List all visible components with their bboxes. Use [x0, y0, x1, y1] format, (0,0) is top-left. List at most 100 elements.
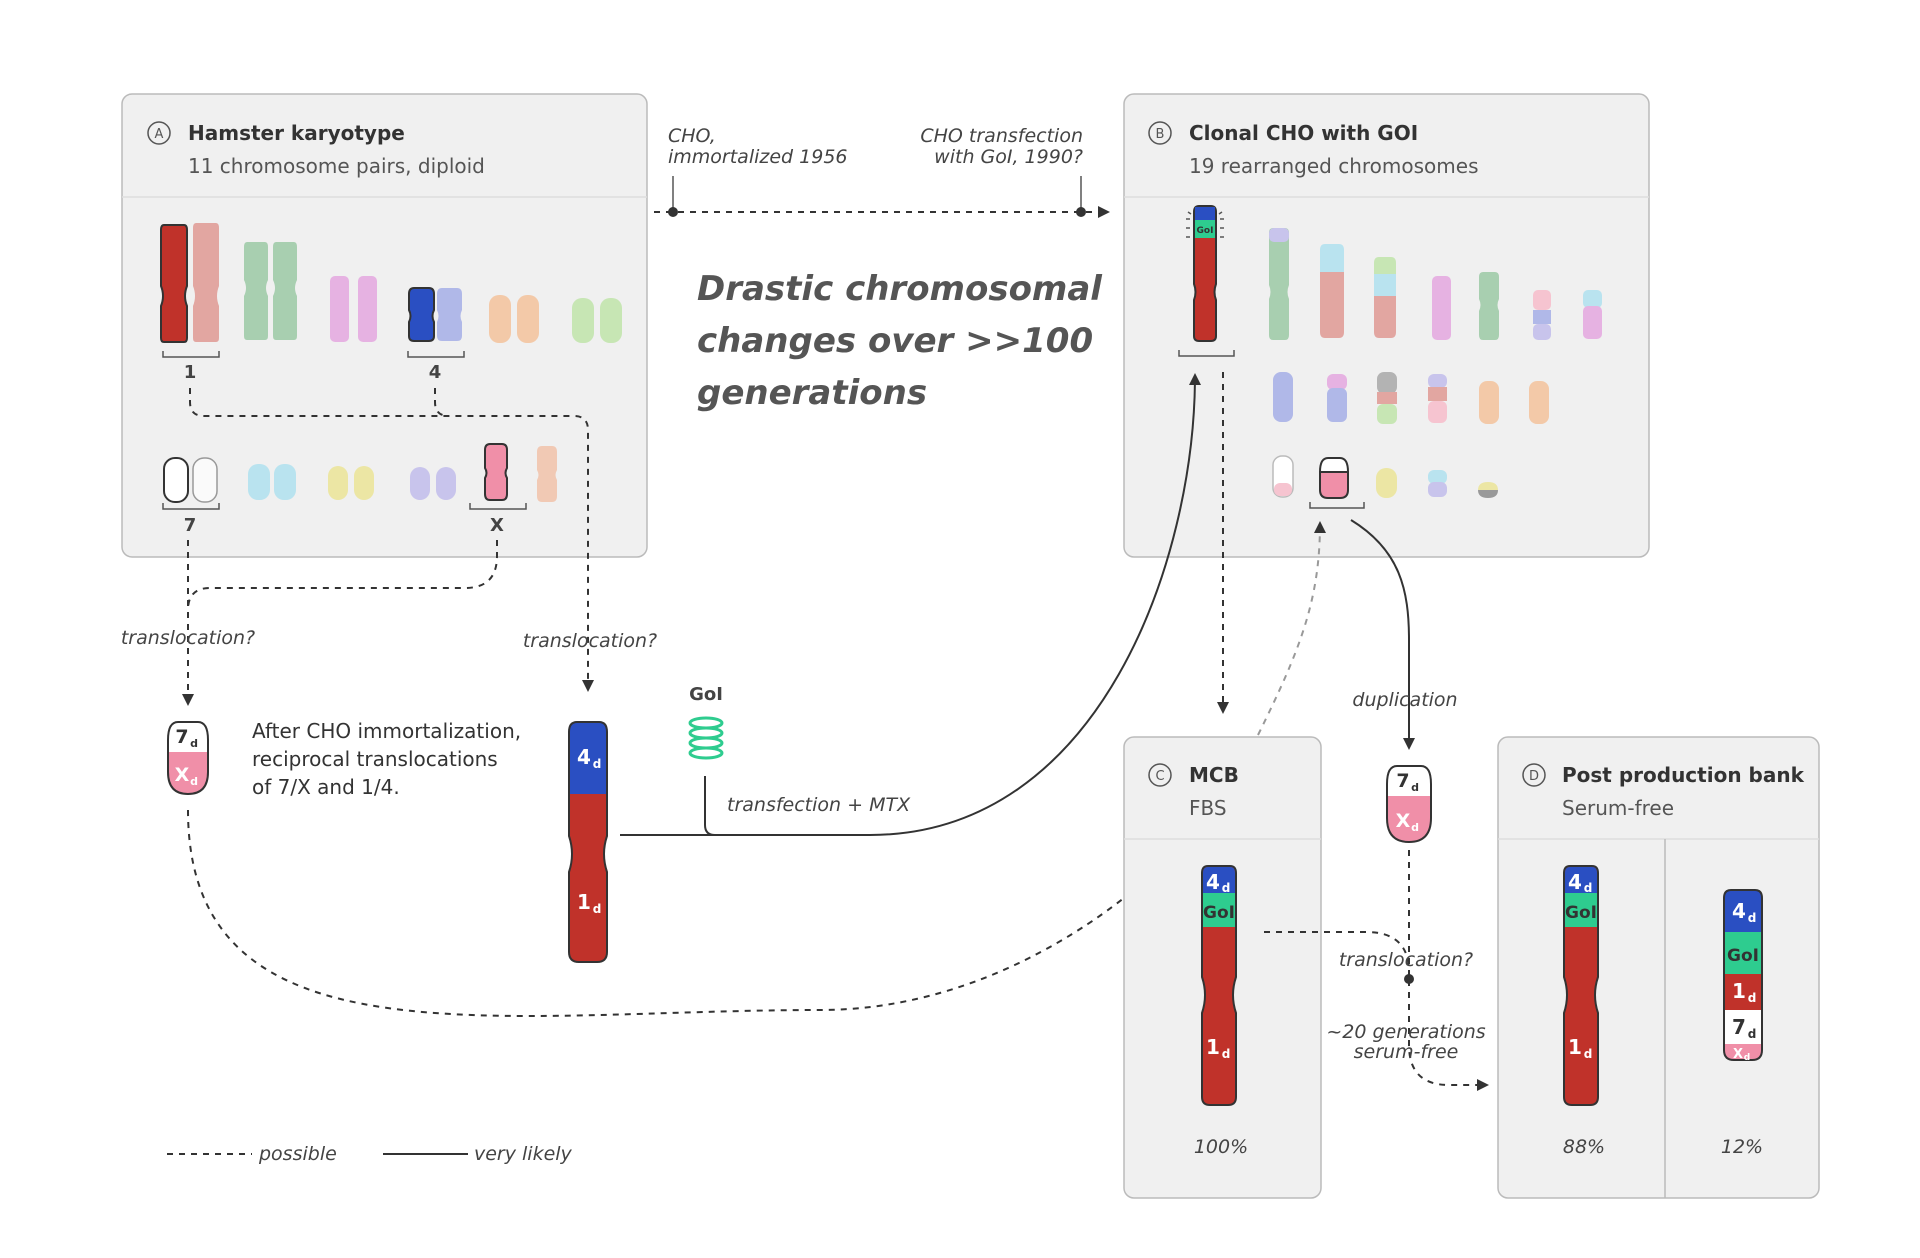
chr7-label: 7 [184, 515, 197, 536]
deriv-left-xd-label: X [175, 764, 190, 786]
rearranged-row-2 [1273, 372, 1549, 424]
connector-chrx-to-derivative [187, 540, 498, 611]
ppb-chromosome-12: 4 d GoI 1 d 7 d X d [1723, 889, 1763, 1063]
mcb-4d-label: 4 [1206, 870, 1220, 894]
panel-d-letter: D [1529, 769, 1539, 784]
immortalization-line1: After CHO immortalization, [252, 719, 521, 743]
rearranged-row-3 [1272, 455, 1498, 509]
legend-solid-label: very likely [474, 1143, 573, 1165]
connector-node-to-ppb [1408, 980, 1489, 1091]
ppb2-goi-label: GoI [1727, 946, 1759, 966]
timeline-transfection-line1: CHO transfection [920, 125, 1083, 147]
goi-highlight-ticks [1186, 211, 1224, 238]
translocation-left-label: translocation? [121, 627, 255, 649]
bracket-chr7 [162, 503, 220, 510]
deriv-right-7d-sub: d [1411, 781, 1419, 794]
ppb2-4d-label: 4 [1732, 899, 1746, 923]
panel-c-percent: 100% [1194, 1136, 1248, 1158]
chromosome-9-a [328, 466, 348, 500]
karyotype-row-2: 7 X [162, 443, 557, 536]
timeline: CHO, immortalized 1956 CHO transfection … [654, 125, 1110, 218]
panel-a-title: Hamster karyotype [188, 121, 405, 145]
timeline-dot-1956 [668, 207, 678, 217]
deriv-1d-label: 1 [577, 890, 591, 914]
connector-mcb-to-clonal-7x [1257, 521, 1326, 736]
panel-c: C MCB FBS 4 d GoI 1 d 100% [1123, 736, 1322, 1199]
timeline-cho-line2: immortalized 1956 [668, 146, 848, 168]
timeline-cho-line1: CHO, [668, 125, 716, 147]
chromosome-10-a [410, 467, 430, 500]
ppb-1d-sub: d [1584, 1047, 1593, 1061]
chromosome-10-b [436, 467, 456, 500]
ppb-4d-label: 4 [1568, 870, 1582, 894]
deriv-1d-sub: d [593, 902, 602, 916]
goi-plasmid-icon [688, 716, 724, 760]
panel-d: D Post production bank Serum-free 4 d Go… [1497, 736, 1820, 1199]
chromosome-y [537, 446, 557, 502]
panel-a-subtitle: 11 chromosome pairs, diploid [188, 154, 485, 178]
chromosome-7-a [163, 457, 189, 503]
generations-line1: ~20 generations [1326, 1021, 1485, 1043]
connector-chr1-to-derivative [189, 388, 594, 692]
translocation-bottom-label: translocation? [1339, 949, 1473, 971]
chromosome-x [484, 443, 508, 501]
chromosome-6-b [600, 298, 622, 343]
connector-mcb-to-node [1264, 931, 1410, 973]
deriv-right-7d-label: 7 [1396, 770, 1409, 792]
headline-line3: generations [697, 373, 927, 413]
panel-b-subtitle: 19 rearranged chromosomes [1189, 154, 1479, 178]
chromosome-3-a [330, 276, 349, 342]
ppb2-xd-label: X [1733, 1047, 1743, 1062]
chromosome-8-a [248, 464, 270, 500]
chromosome-1-a [160, 224, 188, 343]
goi-chromosome-b: GoI [1178, 205, 1235, 357]
chromosome-1-b [193, 223, 219, 342]
mcb-chromosome: 4 d GoI 1 d [1201, 865, 1237, 1106]
chromosome-3-b [358, 276, 377, 342]
chromosome-4-b [437, 288, 462, 341]
derivative-7d-xd-left: 7 d X d [167, 721, 209, 796]
chromosome-5-a [489, 295, 511, 343]
ppb-chromosome-88: 4 d GoI 1 d [1563, 865, 1599, 1106]
ppb-goi-label: GoI [1565, 903, 1597, 923]
legend-dashed-label: possible [258, 1143, 337, 1165]
chromosome-8-b [274, 464, 296, 500]
chrx-label: X [490, 515, 504, 536]
chromosome-5-b [517, 295, 539, 343]
panel-a-letter: A [155, 127, 164, 142]
chromosome-2-a [244, 242, 268, 340]
panel-b-letter-circle [1148, 121, 1172, 145]
mcb-1d-sub: d [1222, 1047, 1231, 1061]
chromosome-2-b [273, 242, 297, 340]
panel-d-percent-left: 88% [1563, 1136, 1605, 1158]
deriv-right-xd-label: X [1396, 810, 1411, 832]
mcb-goi-label: GoI [1203, 903, 1235, 923]
chromosome-7-b [192, 457, 218, 503]
timeline-transfection-line2: with GoI, 1990? [934, 146, 1083, 168]
immortalization-line2: reciprocal translocations [252, 747, 498, 771]
panel-c-letter: C [1155, 769, 1164, 784]
deriv-4d-label: 4 [577, 745, 591, 769]
panel-b-letter: B [1156, 127, 1165, 142]
panel-b: B Clonal CHO with GOI 19 rearranged chro… [1123, 93, 1650, 558]
ppb2-4d-sub: d [1748, 911, 1757, 925]
panel-a: A Hamster karyotype 11 chromosome pairs,… [121, 93, 648, 558]
deriv-left-7d-sub: d [190, 737, 198, 750]
connector-derivative-to-clonal [620, 373, 1201, 836]
headline-line1: Drastic chromosomal [697, 269, 1103, 309]
mcb-1d-label: 1 [1206, 1035, 1220, 1059]
connector-chr4-to-derivative [434, 388, 450, 417]
derivative-4d-1d: 4 d 1 d [568, 721, 608, 963]
timeline-dot-1990 [1076, 207, 1086, 217]
deriv-4d-sub: d [593, 757, 602, 771]
headline: Drastic chromosomal changes over >>100 g… [697, 269, 1103, 413]
bracket-chr1 [162, 351, 220, 358]
ppb2-7d-label: 7 [1732, 1015, 1746, 1039]
deriv-left-xd-sub: d [190, 775, 198, 788]
goi-label: GoI [689, 684, 723, 705]
panel-c-letter-circle [1148, 763, 1172, 787]
goi-small-label: GoI [1197, 226, 1214, 236]
deriv-right-xd-sub: d [1411, 821, 1419, 834]
karyotype-row-1: 1 4 [160, 223, 622, 383]
